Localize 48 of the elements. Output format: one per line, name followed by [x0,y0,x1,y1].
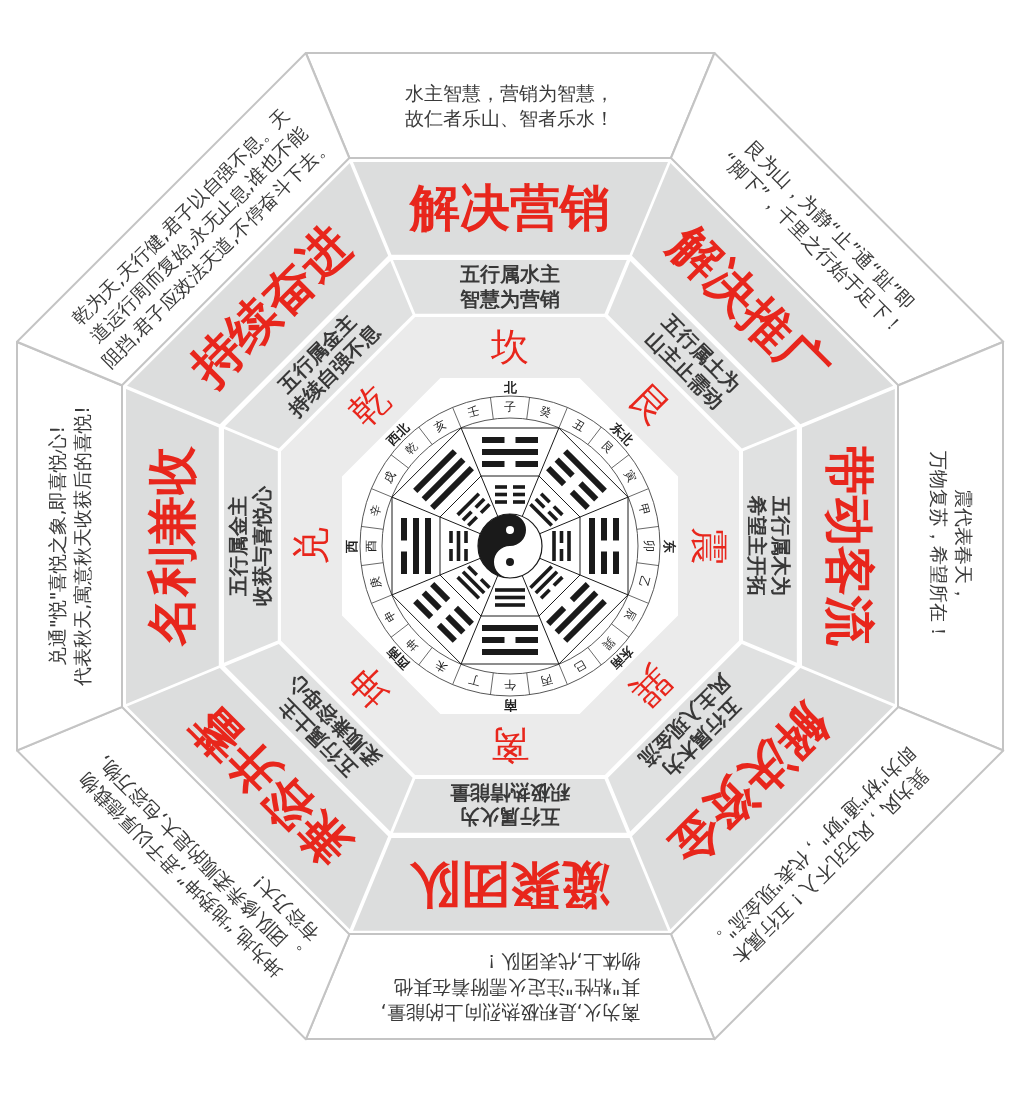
sector-title: 名利兼收 [144,446,200,646]
mountain-label: 卯 [642,540,656,552]
description-text: 离为火,是积极热烈向上的能量,其"粘性"注定火需附着在其他物体上,代表团队！ [380,949,640,1025]
inner-panel [392,777,628,834]
direction-label: 北 [503,379,517,395]
mountain-label: 辰 [621,606,640,625]
mountain-label: 丁 [466,671,482,689]
mountain-label: 乙 [635,574,653,590]
mountain-label: 丙 [538,671,554,689]
mountain-label: 乾 [402,438,421,457]
mountain-label: 甲 [635,502,653,518]
mountain-label: 壬 [466,403,482,421]
inner-panel [741,428,798,664]
element-text: 五行属水主智慧为营销 [460,262,560,311]
sector-title: 凝聚团队 [410,856,610,912]
mountain-label: 寅 [621,467,640,486]
direction-label: 东 [661,539,677,553]
trigram-name: 坎 [491,328,529,366]
description-text: 兑通"悦"喜悦之象,即喜悦心!代表秋天,寓意秋天收获后的喜悦! [44,406,94,686]
mountain-label: 午 [504,678,516,692]
mountain-label: 艮 [599,438,618,457]
trigram-name: 离 [491,726,529,764]
mountain-label: 戌 [380,467,399,486]
mountain-label: 申 [380,606,399,625]
mountain-label: 丑 [570,416,589,435]
description-text: 震代表春天，万物复苏，希望所在！ [926,451,976,641]
mountain-label: 巽 [599,635,618,654]
mountain-label: 子 [504,400,516,414]
mountain-label: 亥 [431,416,450,435]
mountain-label: 酉 [364,540,378,552]
mountain-label: 庚 [367,574,385,590]
trigram-name: 震 [690,527,728,565]
direction-label: 南 [503,697,517,713]
element-text: 五行属木为希望主开拓 [745,496,794,596]
sector-title: 解决营销 [410,180,610,236]
element-text: 五行属金主收获与喜悦心 [226,486,275,606]
inner-panel [222,428,279,664]
direction-label: 西 [343,539,359,553]
element-text: 五行属火为积极热情能量 [450,781,570,830]
sector-title: 带动客流 [820,446,876,646]
mountain-label: 癸 [538,403,554,421]
mountain-label: 巳 [570,657,589,676]
mountain-label: 坤 [402,635,421,654]
trigram-name: 兑 [292,527,330,565]
inner-panel [392,258,628,315]
mountain-label: 辛 [367,502,385,518]
mountain-label: 未 [431,657,450,676]
description-text: 水主智慧，营销为智慧，故仁者乐山、智者乐水！ [405,80,615,131]
